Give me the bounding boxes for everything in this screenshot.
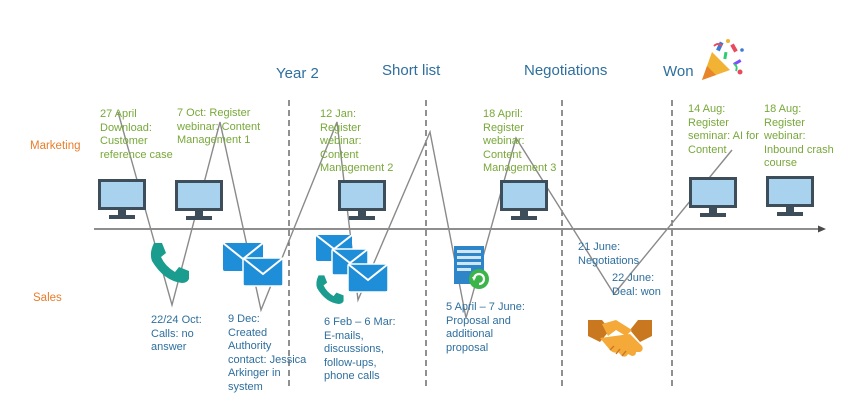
handshake-icon	[588, 316, 652, 360]
phone-icon	[148, 241, 192, 283]
monitor-icon	[499, 179, 549, 221]
monitor-icon	[688, 176, 738, 218]
phase-year2: Year 2	[276, 65, 319, 82]
sales-event-1: 22/24 Oct: Calls: no answer	[151, 314, 202, 353]
lane-sales: Sales	[33, 292, 62, 304]
monitor-icon	[337, 179, 387, 221]
sales-event-2: 9 Dec: Created Authority contact: Jessic…	[228, 313, 307, 393]
envelope-icon	[316, 235, 392, 297]
marketing-event-6: 18 Aug: Register webinar: Inbound crash …	[764, 103, 834, 169]
sales-event-3: 6 Feb – 6 Mar: E-mails, discussions, fol…	[324, 316, 396, 382]
marketing-event-5: 14 Aug: Register seminar: AI for Content	[688, 103, 759, 156]
marketing-event-4: 18 April: Register webinar: Content Mana…	[483, 108, 557, 174]
lane-marketing: Marketing	[30, 140, 81, 152]
sales-event-5: 21 June: Negotiations	[578, 241, 640, 267]
monitor-icon	[97, 178, 147, 220]
sales-event-4: 5 April – 7 June: Proposal and additiona…	[446, 301, 525, 354]
marketing-event-3: 12 Jan: Register webinar: Content Manage…	[320, 108, 394, 174]
marketing-event-2: 7 Oct: Register webinar: Content Managem…	[177, 107, 261, 146]
phase-shortlist: Short list	[382, 62, 441, 79]
marketing-event-1: 27 April Download: Customer reference ca…	[100, 108, 173, 161]
phone-icon	[314, 274, 346, 304]
phase-negotiations: Negotiations	[524, 62, 608, 79]
monitor-icon	[174, 179, 224, 221]
sales-event-6: 22 June: Deal: won	[612, 272, 661, 298]
envelope-icon	[223, 243, 285, 291]
document-icon	[446, 244, 494, 292]
phase-won: Won	[663, 63, 694, 80]
monitor-icon	[765, 175, 815, 217]
timeline-arrowhead	[818, 225, 826, 233]
party-popper-icon	[698, 38, 746, 84]
